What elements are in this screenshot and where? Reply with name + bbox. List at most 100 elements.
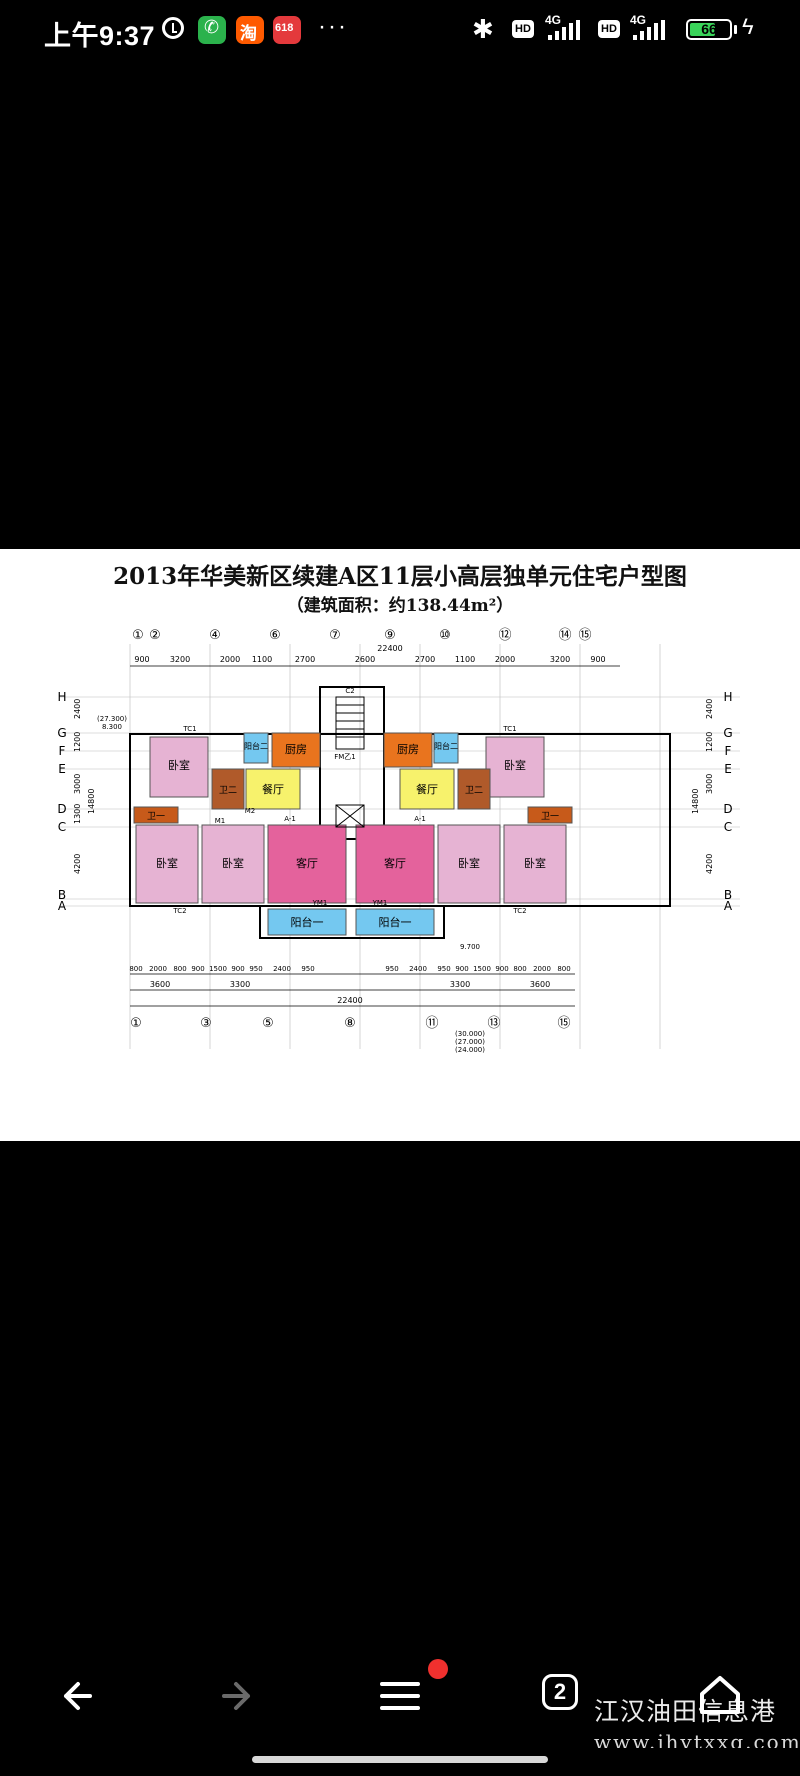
phone-app-icon: [198, 16, 226, 44]
dim-label: 3600: [530, 980, 550, 989]
menu-icon: [380, 1682, 420, 1710]
room-kitchen-w: [271, 732, 321, 768]
label-door: M2: [245, 807, 256, 815]
dim-label: 800: [513, 965, 526, 973]
dim-label: 1500: [473, 965, 491, 973]
signal-1-icon: [548, 20, 580, 40]
axis-top-label: ①: [132, 628, 144, 643]
axis-left-label: C: [58, 820, 66, 834]
label-window: TC2: [172, 907, 186, 915]
dim-total-right: 14800: [691, 789, 700, 814]
label-bedroom: 卧室: [524, 856, 546, 870]
menu-notification-dot: [428, 1659, 448, 1679]
dim-label: 950: [301, 965, 314, 973]
room-bath1-w: [133, 806, 179, 824]
label-balcony-2: 阳台二: [244, 741, 268, 751]
axis-top-label: ⑭: [558, 628, 571, 643]
axis-top-label: ⑩: [439, 628, 451, 643]
label-door: M1: [215, 817, 226, 825]
label-bedroom: 卧室: [504, 758, 526, 772]
axis-right-label: B: [724, 888, 732, 902]
left-axis: H G F E D C B A: [57, 690, 67, 913]
dim-label: 950: [385, 965, 398, 973]
browser-nav-bar: 2: [0, 1648, 800, 1738]
label-window: TC1: [182, 725, 196, 733]
dim-label: 2000: [533, 965, 551, 973]
home-indicator[interactable]: [252, 1756, 548, 1763]
dim-label: 900: [231, 965, 244, 973]
label-elevation: 8.300: [102, 723, 122, 731]
label-window: TC2: [512, 907, 526, 915]
dim-label: 1500: [209, 965, 227, 973]
dim-label: 2400: [273, 965, 291, 973]
floor-plan-image[interactable]: 2013年华美新区续建A区11层小高层独单元住宅户型图 （建筑面积：约138.4…: [0, 549, 800, 1141]
dim-label: 800: [173, 965, 186, 973]
axis-top-label: ⑨: [384, 628, 396, 643]
axis-left-label: A: [58, 899, 67, 913]
room-bath2-w: [211, 768, 245, 810]
dim-label: 4200: [73, 854, 82, 874]
dim-label: 2000: [149, 965, 167, 973]
rooms: [133, 732, 573, 936]
back-button[interactable]: [52, 1666, 112, 1726]
dim-label: 2400: [705, 699, 714, 719]
dim-total-top: 22400: [377, 644, 402, 653]
axis-left-label: H: [57, 690, 66, 704]
floor-plan-drawing: ① ② ④ ⑥ ⑦ ⑨ ⑩ ⑫ ⑭ ⑮ 22400 900 3200 2000 …: [57, 628, 740, 1054]
status-time: 上午9:37: [44, 21, 156, 51]
axis-left-label: F: [59, 744, 66, 758]
label-window: C2: [345, 687, 354, 695]
room-balcony2-w: [243, 732, 269, 764]
label-balcony-1: 阳台一: [291, 915, 324, 929]
dim-label: 900: [134, 655, 149, 664]
axis-top-label: ④: [209, 628, 221, 643]
room-balcony2-e: [433, 732, 459, 764]
axis-left-label: B: [58, 888, 66, 902]
more-dots-icon: ···: [318, 13, 348, 40]
axis-right-label: F: [725, 744, 732, 758]
label-elevation: (27.000): [455, 1038, 485, 1046]
axis-bottom-label: ⑪: [425, 1016, 438, 1031]
axis-top-label: ⑫: [498, 628, 511, 643]
axis-right-label: H: [723, 690, 732, 704]
home-button[interactable]: [690, 1666, 750, 1726]
label-bath-1: 卫一: [147, 812, 165, 822]
axis-bottom-label: ⑤: [262, 1016, 274, 1031]
label-bedroom: 卧室: [168, 758, 190, 772]
axis-right-label: D: [723, 802, 732, 816]
room-bedroom-nw: [149, 736, 209, 798]
axis-left-label: D: [57, 802, 66, 816]
axis-right-label: E: [724, 762, 732, 776]
axis-left-label: E: [58, 762, 66, 776]
label-door: FM乙1: [334, 753, 356, 761]
left-dimensions: 2400 1200 3000 1300 4200 14800: [73, 699, 96, 874]
dim-total-bottom: 22400: [337, 996, 362, 1005]
dim-label: 1300: [73, 804, 82, 824]
alarm-icon: [162, 17, 184, 39]
dim-total-left: 14800: [87, 789, 96, 814]
jd-618-app-icon: [273, 16, 301, 44]
room-labels: 卧室 卧室 卧室 客厅 餐厅 厨房 阳台二 卫二 卫一 阳台一 卧室 卧室 卧室…: [147, 741, 559, 929]
dim-label: 2600: [355, 655, 375, 664]
dim-label: 950: [249, 965, 262, 973]
label-window: TC1: [502, 725, 516, 733]
forward-button[interactable]: [210, 1666, 270, 1726]
axis-bottom-label: ⑬: [487, 1016, 500, 1031]
hd-badge-2: HD: [598, 20, 620, 38]
dim-label: 2000: [220, 655, 240, 664]
menu-button[interactable]: [370, 1666, 430, 1726]
battery-level: 66: [701, 21, 717, 37]
battery-icon: 66: [686, 19, 732, 40]
room-bath2-e: [457, 768, 491, 810]
label-elevation: (24.000): [455, 1046, 485, 1054]
label-balcony-1: 阳台一: [379, 915, 412, 929]
dim-label: 3000: [73, 774, 82, 794]
label-door: YM1: [372, 899, 388, 907]
axis-top-label: ⑥: [269, 628, 281, 643]
dim-label: 900: [455, 965, 468, 973]
label-kitchen: 厨房: [285, 743, 307, 756]
dim-label: 2000: [495, 655, 515, 664]
tabs-button[interactable]: 2: [530, 1666, 590, 1726]
room-bedroom-ne: [485, 736, 545, 798]
axis-left-label: G: [57, 726, 66, 740]
